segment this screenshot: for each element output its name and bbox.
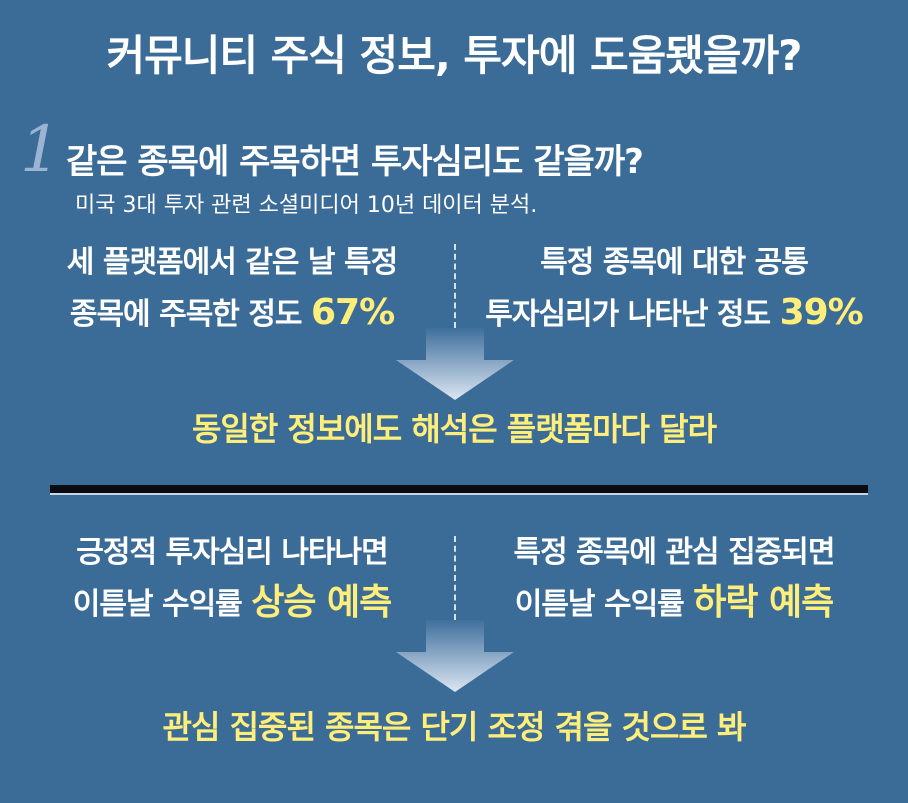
prediction-fall-value: 하락 예측 <box>693 582 834 623</box>
stat-attention-value: 67% <box>310 292 395 333</box>
prediction-rise-text: 이튿날 수익률 <box>72 587 252 622</box>
question-heading: 같은 종목에 주목하면 투자심리도 같을까? <box>66 142 644 182</box>
prediction-fall-line2: 이튿날 수익률 하락 예측 <box>454 578 894 630</box>
stat-sentiment-value: 39% <box>779 292 864 333</box>
down-arrow-icon <box>396 620 514 692</box>
page-title: 커뮤니티 주식 정보, 투자에 도움됐을까? <box>106 31 802 80</box>
conclusion-2: 관심 집중된 종목은 단기 조정 겪을 것으로 봐 <box>162 708 747 746</box>
prediction-fall-text: 이튿날 수익률 <box>514 587 694 622</box>
stat-sentiment-line1: 특정 종목에 대한 공통 <box>540 245 809 280</box>
stat-attention-line2: 종목에 주목한 정도 67% <box>12 288 452 340</box>
section-number: 1 <box>20 113 61 187</box>
stat-attention-block: 세 플랫폼에서 같은 날 특정 종목에 주목한 정도 67% <box>12 238 452 340</box>
stat-attention-line1: 세 플랫폼에서 같은 날 특정 <box>66 245 398 280</box>
prediction-fall-block: 특정 종목에 관심 집중되면 이튿날 수익률 하락 예측 <box>454 528 894 630</box>
prediction-rise-block: 긍정적 투자심리 나타나면 이튿날 수익률 상승 예측 <box>12 528 452 630</box>
section-divider <box>50 485 868 495</box>
down-arrow-icon <box>396 328 514 400</box>
stat-sentiment-text: 투자심리가 나타난 정도 <box>485 297 780 332</box>
column-divider-bottom <box>454 536 456 620</box>
prediction-rise-line2: 이튿날 수익률 상승 예측 <box>12 578 452 630</box>
prediction-rise-line1: 긍정적 투자심리 나타나면 <box>76 535 389 570</box>
stat-sentiment-block: 특정 종목에 대한 공통 투자심리가 나타난 정도 39% <box>454 238 894 340</box>
column-divider-top <box>454 244 456 328</box>
question-subheading: 미국 3대 투자 관련 소셜미디어 10년 데이터 분석. <box>75 193 538 218</box>
stat-attention-text: 종목에 주목한 정도 <box>69 297 311 332</box>
prediction-rise-value: 상승 예측 <box>251 582 392 623</box>
conclusion-1: 동일한 정보에도 해석은 플랫폼마다 달라 <box>191 410 717 448</box>
prediction-fall-line1: 특정 종목에 관심 집중되면 <box>513 535 836 570</box>
stat-sentiment-line2: 투자심리가 나타난 정도 39% <box>454 288 894 340</box>
